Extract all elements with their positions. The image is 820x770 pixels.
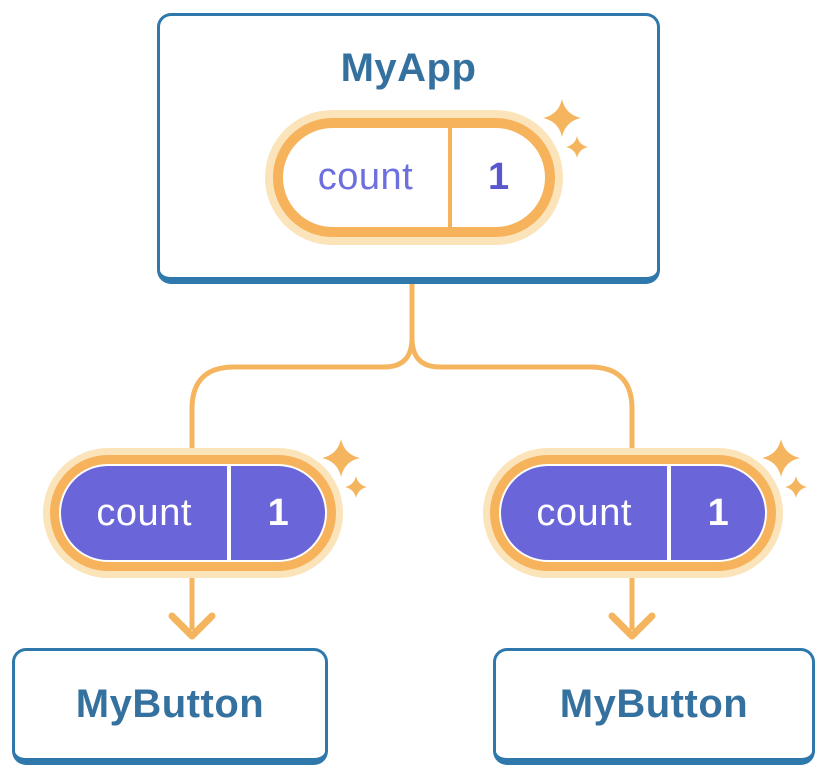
prop-pill-right: count 1: [483, 448, 783, 578]
state-pill: count 1: [265, 110, 563, 245]
sparkle-icon: [543, 99, 588, 158]
pill-label: count: [536, 491, 632, 534]
arrowhead-down-right-icon: [608, 612, 656, 640]
arrowhead-down-left-icon: [168, 612, 216, 640]
mybutton-node-right: MyButton: [493, 648, 815, 765]
pill-value: 1: [267, 491, 289, 534]
pill-divider: [448, 128, 453, 227]
pill-value: 1: [707, 491, 729, 534]
node-title: MyApp: [340, 46, 477, 90]
sparkle-icon: [762, 439, 807, 498]
node-title: MyButton: [75, 682, 265, 726]
pill-divider: [227, 466, 232, 560]
pill-value: 1: [487, 156, 510, 198]
pill-divider: [667, 466, 672, 560]
node-title: MyButton: [559, 682, 749, 726]
pill-label: count: [96, 491, 192, 534]
pill-label: count: [317, 156, 414, 198]
mybutton-node-left: MyButton: [12, 648, 328, 765]
branch-right-line: [409, 284, 635, 630]
sparkle-icon: [322, 439, 367, 498]
branch-left-line: [189, 284, 415, 630]
prop-pill-left: count 1: [43, 448, 343, 578]
